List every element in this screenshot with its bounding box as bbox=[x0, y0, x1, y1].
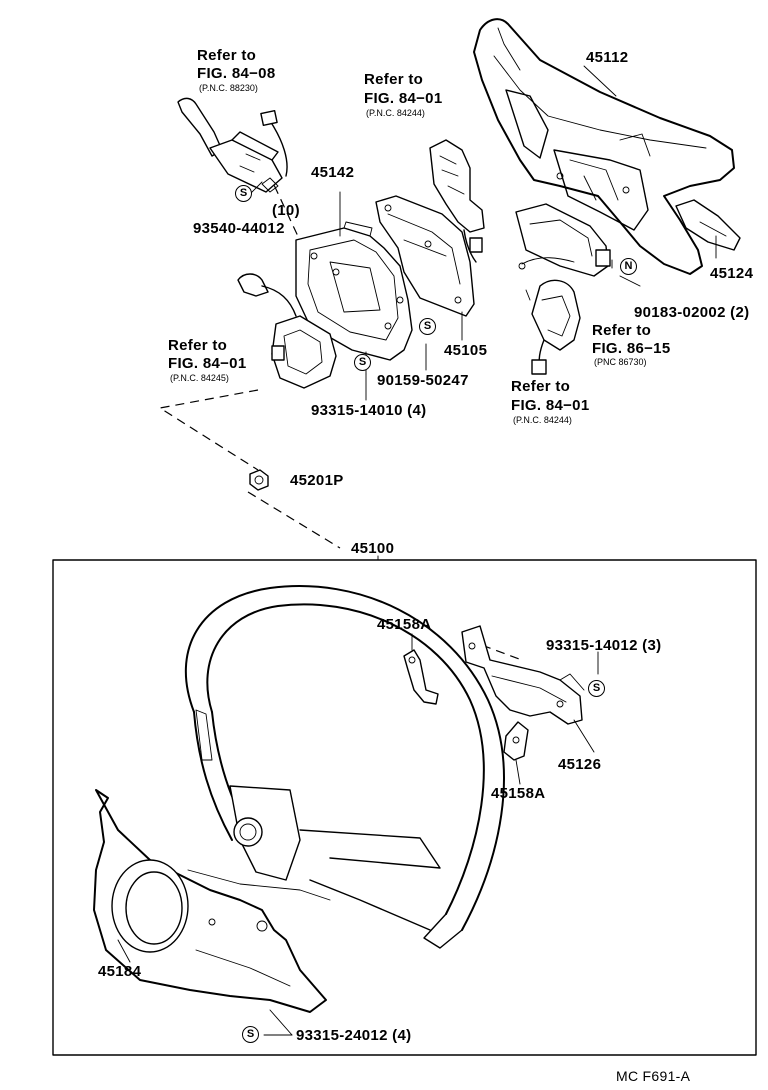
label-93540: 93540-44012 bbox=[193, 220, 285, 237]
steering-wheel-45100-drawing bbox=[184, 585, 505, 949]
label-93315-14012: 93315-14012 (3) bbox=[546, 637, 662, 654]
ref5-line1: Refer to bbox=[511, 378, 571, 395]
label-90159: 90159-50247 bbox=[377, 372, 469, 389]
label-93315-24012: 93315-24012 (4) bbox=[296, 1027, 412, 1044]
label-45142: 45142 bbox=[311, 164, 355, 181]
nut-45201P-drawing bbox=[249, 469, 269, 491]
ref1-line1: Refer to bbox=[197, 47, 257, 64]
label-45184: 45184 bbox=[98, 963, 142, 980]
bracket-45126-drawing bbox=[461, 625, 585, 725]
s-badge-93315-24012: S bbox=[242, 1026, 259, 1043]
ref3-line3: (P.N.C. 84245) bbox=[170, 373, 229, 383]
label-45158A-bottom: 45158A bbox=[491, 785, 546, 802]
ref3-line2: FIG. 84−01 bbox=[168, 355, 247, 372]
ref1-line3: (P.N.C. 88230) bbox=[199, 83, 258, 93]
s-badge-93315-14010: S bbox=[354, 354, 371, 371]
horn-pad-45112-drawing bbox=[473, 18, 735, 275]
horn-switch-module-drawing bbox=[515, 203, 611, 277]
ref2-line3: (P.N.C. 84244) bbox=[366, 108, 425, 118]
label-45124: 45124 bbox=[710, 265, 754, 282]
figure-code: MC F691-A bbox=[616, 1068, 691, 1084]
label-45126: 45126 bbox=[558, 756, 602, 773]
ref4-line3: (PNC 86730) bbox=[594, 357, 647, 367]
ref4-line2: FIG. 86−15 bbox=[592, 340, 671, 357]
cruise-switch-right-drawing bbox=[525, 279, 581, 375]
ref1-line2: FIG. 84−08 bbox=[197, 65, 276, 82]
label-45201P: 45201P bbox=[290, 472, 344, 489]
cruise-switch-drawing bbox=[429, 139, 485, 263]
turn-signal-switch-drawing bbox=[177, 97, 288, 193]
s-badge-93540: S bbox=[235, 185, 252, 202]
label-93540-qty: (10) bbox=[272, 202, 300, 219]
bracket-45105-drawing bbox=[375, 195, 475, 317]
ref5-line2: FIG. 84−01 bbox=[511, 397, 590, 414]
part-45158A-top-drawing bbox=[403, 649, 439, 705]
ref4-line1: Refer to bbox=[592, 322, 652, 339]
s-badge-93315-14012: S bbox=[588, 680, 605, 697]
label-45158A-top: 45158A bbox=[377, 616, 432, 633]
label-45112: 45112 bbox=[586, 49, 629, 66]
n-badge-90183: N bbox=[620, 258, 637, 275]
assembly-enclosure-box bbox=[52, 559, 757, 1056]
ref2-line2: FIG. 84−01 bbox=[364, 90, 443, 107]
label-leader-lines bbox=[117, 65, 717, 1036]
label-93315-14010: 93315-14010 (4) bbox=[311, 402, 427, 419]
part-45158A-bottom-drawing bbox=[503, 721, 529, 761]
label-90183: 90183-02002 (2) bbox=[634, 304, 750, 321]
ref2-line1: Refer to bbox=[364, 71, 424, 88]
cruise-switch-lower-drawing bbox=[237, 273, 337, 389]
s-badge-90159: S bbox=[419, 318, 436, 335]
ref3-line1: Refer to bbox=[168, 337, 228, 354]
cover-45124-drawing bbox=[675, 199, 741, 251]
lower-cover-45184-drawing bbox=[93, 789, 331, 1013]
label-45100: 45100 bbox=[351, 540, 395, 557]
label-45105: 45105 bbox=[444, 342, 488, 359]
ref5-line3: (P.N.C. 84244) bbox=[513, 415, 572, 425]
